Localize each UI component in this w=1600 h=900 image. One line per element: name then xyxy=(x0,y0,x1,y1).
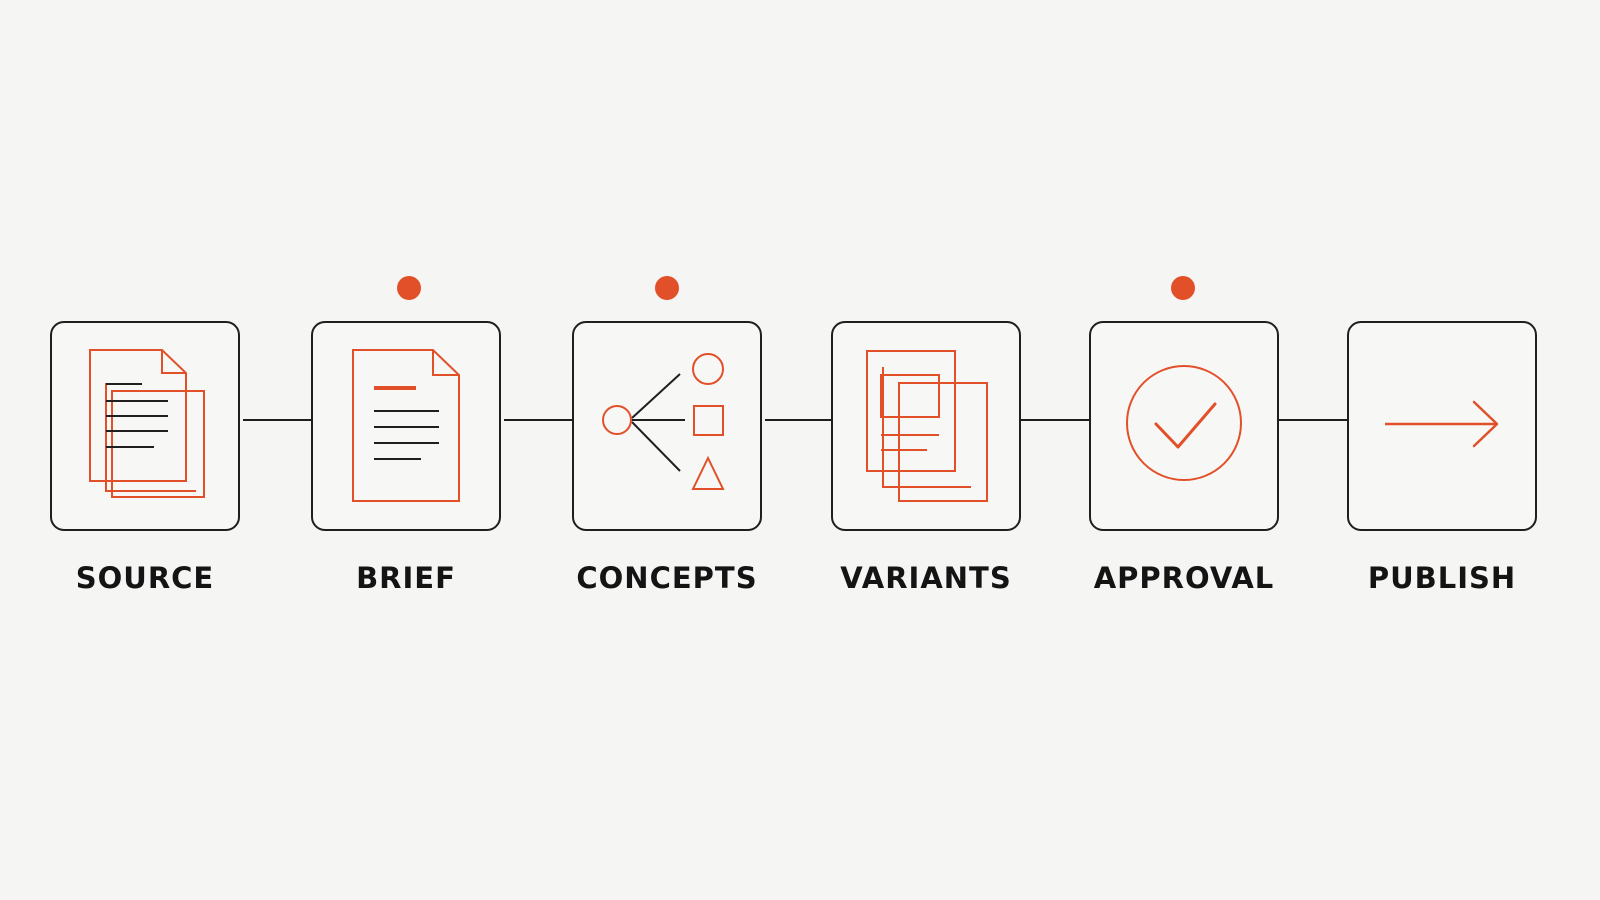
stage-box xyxy=(311,321,501,531)
stage-concepts: CONCEPTS xyxy=(572,321,762,595)
stage-box xyxy=(831,321,1021,531)
stage-label: APPROVAL xyxy=(1093,561,1275,595)
stage-box xyxy=(1347,321,1537,531)
connector-concepts-variants xyxy=(765,419,831,421)
stage-box xyxy=(1089,321,1279,531)
stage-box xyxy=(50,321,240,531)
status-marker-approval xyxy=(1171,276,1195,300)
stage-publish: PUBLISH xyxy=(1347,321,1537,595)
checkmark-circle-icon xyxy=(1089,321,1279,531)
stage-label: SOURCE xyxy=(75,561,215,595)
layout-pages-icon xyxy=(831,321,1021,531)
stage-label: PUBLISH xyxy=(1367,561,1517,595)
connector-approval-publish xyxy=(1279,419,1347,421)
arrow-right-icon xyxy=(1347,321,1537,531)
stage-variants: VARIANTS xyxy=(831,321,1021,595)
stage-label: BRIEF xyxy=(356,561,456,595)
status-marker-brief xyxy=(397,276,421,300)
document-icon xyxy=(311,321,501,531)
stage-approval: APPROVAL xyxy=(1089,321,1279,595)
stacked-documents-icon xyxy=(50,321,240,531)
connector-brief-concepts xyxy=(504,419,572,421)
connector-source-brief xyxy=(243,419,311,421)
branching-shapes-icon xyxy=(572,321,762,531)
stage-label: VARIANTS xyxy=(840,561,1012,595)
stage-source: SOURCE xyxy=(50,321,240,595)
status-marker-concepts xyxy=(655,276,679,300)
stage-label: CONCEPTS xyxy=(576,561,758,595)
stage-brief: BRIEF xyxy=(311,321,501,595)
stage-box xyxy=(572,321,762,531)
connector-variants-approval xyxy=(1021,419,1089,421)
